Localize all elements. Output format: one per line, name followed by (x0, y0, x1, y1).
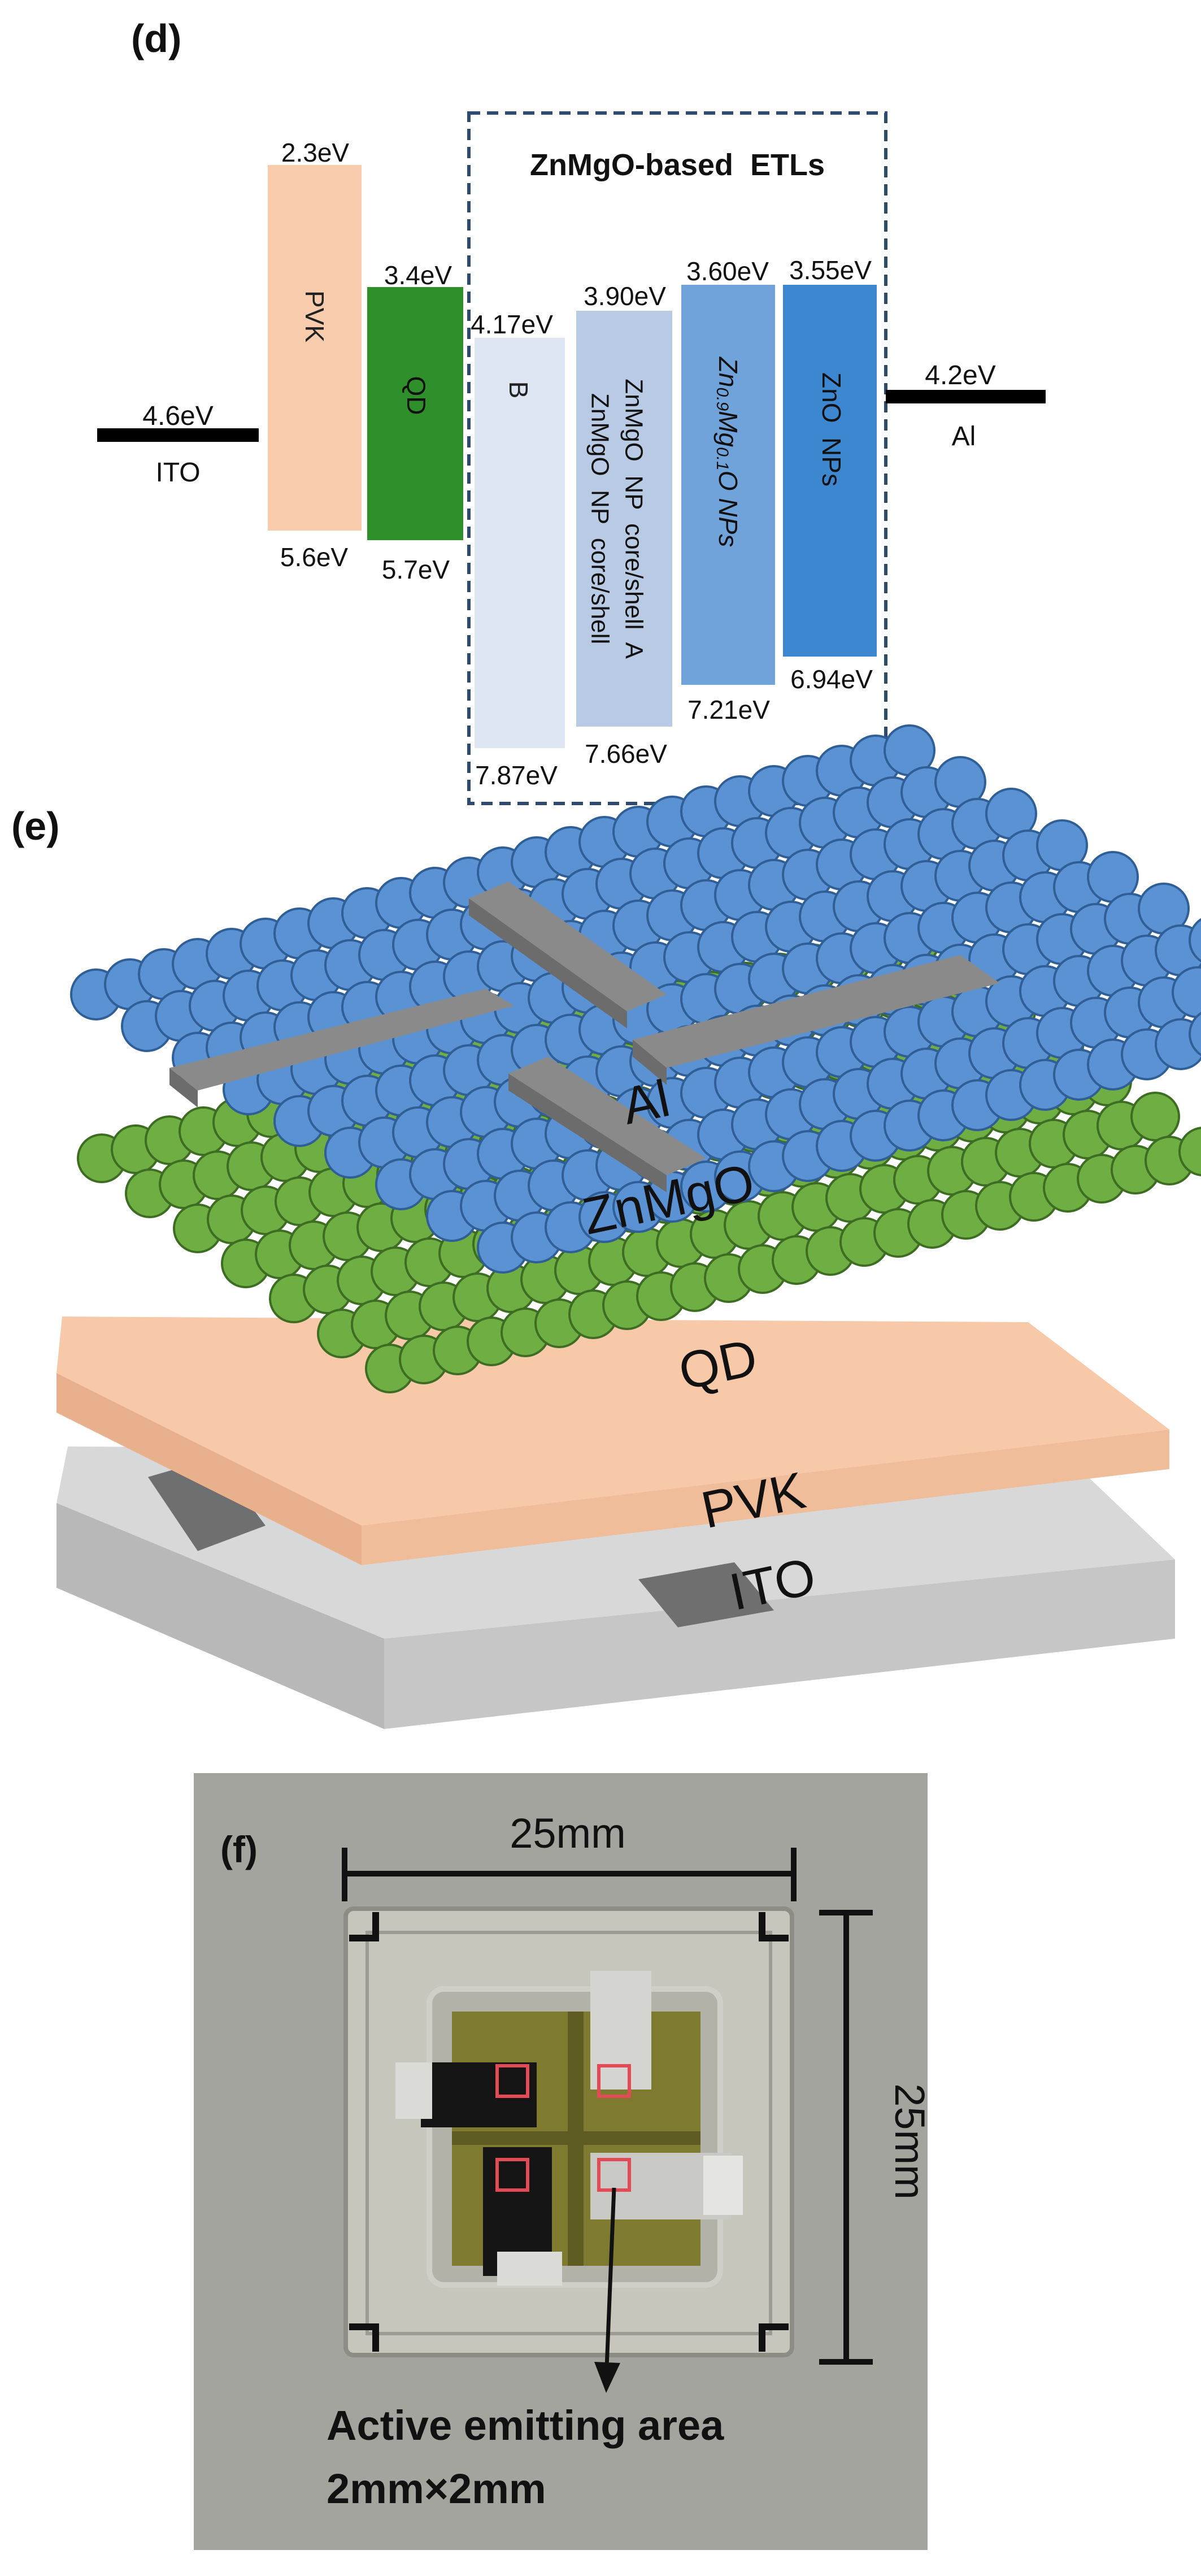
etl-box-title: ZnMgO-based ETLs (530, 148, 825, 182)
caption-line-1: Active emitting area (327, 2402, 724, 2449)
height-label: 25mm (886, 2083, 933, 2200)
qd-band (367, 287, 463, 540)
al-electrodes (169, 881, 1000, 1192)
al-electrode-4 (508, 1057, 706, 1192)
ito-pattern-cross-h (452, 2131, 700, 2145)
height-dimension (819, 1910, 873, 2365)
caption-arrow-head (594, 2362, 620, 2393)
al-work-function: 4.2eV (925, 360, 995, 390)
zn09mg01o-band-label: Zn0.9Mg0.1O NPs (713, 357, 743, 548)
glass-inner-frame (365, 1931, 772, 2335)
zn09mg01o-bottom-level: 7.21eV (687, 695, 770, 724)
b-band (475, 338, 565, 748)
corner-mark-tl (349, 1912, 379, 1941)
pvk-band (268, 165, 362, 531)
core-shell-top-level: 3.90eV (584, 281, 666, 311)
corner-mark-tr (759, 1912, 789, 1941)
caption-line-2: 2mm×2mm (327, 2465, 546, 2512)
width-dimension (342, 1848, 797, 1901)
panel-f-label: (f) (220, 1828, 258, 1870)
zno-band (783, 285, 877, 657)
al-electrode-1 (469, 881, 667, 1028)
qd-nanoparticle (1178, 1127, 1201, 1176)
panel-e-label: (e) (11, 804, 60, 848)
etl-group-box (467, 111, 887, 805)
qd-nanoparticle (1130, 1092, 1180, 1141)
width-label: 25mm (510, 1810, 626, 1857)
active-pixel-1 (495, 2064, 529, 2098)
corner-mark-br (759, 2323, 789, 2352)
pvk-bottom-level: 5.6eV (280, 542, 349, 572)
core-shell-band (576, 311, 672, 727)
active-pixel-2 (597, 2064, 631, 2098)
panel-d: (d) ZnMgO-based ETLs 4.6eV ITO 4.2eV Al … (97, 16, 1046, 805)
zn09mg01o-band (681, 285, 775, 685)
pvk-top-level: 2.3eV (281, 138, 350, 167)
al-label: Al (952, 422, 976, 451)
core-shell-band-label-2: ZnMgO NP core/shell (586, 393, 614, 644)
b-band-label: B (504, 381, 533, 399)
b-top-level: 4.17eV (471, 310, 553, 339)
pvk-band-label: PVK (300, 290, 329, 342)
al-electrode-2 (169, 989, 514, 1107)
panel-d-label: (d) (131, 16, 181, 60)
active-pixel-3 (495, 2158, 529, 2192)
znmgo-nanoparticle (1189, 1011, 1201, 1057)
ito-work-function: 4.6eV (142, 401, 213, 431)
corner-mark-bl (349, 2323, 379, 2352)
panel-f: (f) 25mm 25mm (194, 1773, 933, 2550)
qd-top-level: 3.4eV (384, 260, 452, 290)
caption-arrow-line (604, 2187, 616, 2368)
zno-bottom-level: 6.94eV (790, 664, 873, 694)
al-electrode-3 (633, 955, 1000, 1085)
zno-top-level: 3.55eV (789, 255, 872, 285)
al-pad-left-tab (395, 2062, 432, 2119)
qd-band-label: QD (402, 376, 431, 415)
znmgo-nanoparticle (1189, 918, 1201, 963)
pvk-slab (56, 1317, 1169, 1565)
zno-band-label: ZnO NPs (817, 372, 846, 486)
al-pad-right-tab (703, 2156, 743, 2215)
qd-bottom-level: 5.7eV (382, 555, 450, 584)
core-shell-bottom-level: 7.66eV (585, 739, 667, 768)
core-shell-band-label-1: ZnMgO NP core/shell A (620, 379, 648, 659)
ito-label: ITO (155, 458, 200, 488)
panel-e: (e) (11, 724, 1201, 1729)
zn09mg01o-top-level: 3.60eV (686, 257, 769, 286)
al-pad-bottom-tab (497, 2252, 562, 2286)
b-bottom-level: 7.87eV (475, 761, 558, 790)
